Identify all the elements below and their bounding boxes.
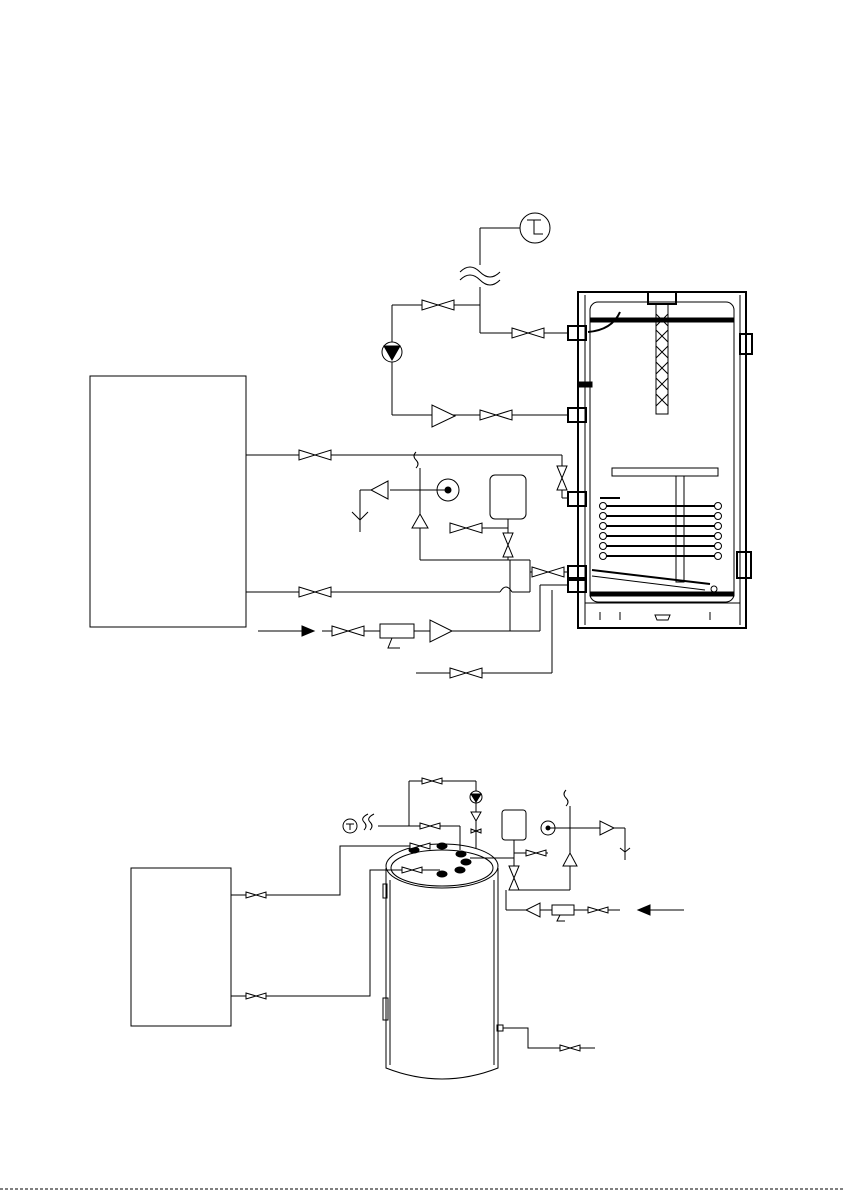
pressure-line-symbol	[414, 452, 418, 468]
cylinder-3d	[383, 843, 503, 1079]
valve-vessel-drain	[450, 523, 482, 533]
non-return-valve-circulation	[432, 405, 455, 427]
coil-plate	[612, 468, 718, 476]
safety-valve	[412, 514, 428, 528]
valve-small-cold-inlet	[588, 907, 608, 913]
tap-outlet	[460, 213, 568, 333]
valve-small-drain	[560, 1045, 580, 1051]
safety-valve-outlet	[371, 481, 388, 499]
non-return-valve-cold	[430, 620, 452, 642]
flexible-hose-symbol	[460, 267, 500, 285]
valve-hot-out	[512, 328, 544, 338]
valve-small-vessel	[509, 866, 519, 890]
coil-support	[676, 476, 684, 582]
valve-small-vessel-drain	[526, 850, 546, 856]
valve-coil-out	[532, 567, 564, 577]
valve-small-boiler-return	[246, 993, 266, 999]
valve-boiler-flow	[299, 450, 331, 460]
sensor-pocket-bottom	[737, 552, 751, 578]
thermometer	[343, 819, 357, 833]
hot-water-cylinder	[568, 292, 752, 628]
valve-small-coil-out	[402, 867, 422, 873]
coil-heat-exchanger	[600, 498, 722, 560]
boiler-box-small	[131, 868, 231, 1026]
top-diagram	[90, 213, 752, 678]
valve-small-coil-in	[410, 843, 430, 849]
cold-water-inlet-arrow-small	[638, 905, 684, 915]
sensor-mount	[578, 382, 592, 387]
cold-water-inlet-arrow	[258, 626, 314, 636]
valve-circulation-bottom	[480, 410, 512, 420]
valve-cold-inlet	[332, 626, 364, 636]
pressure-reducer	[380, 624, 414, 648]
pressure-reducer-small	[552, 905, 574, 921]
valve-boiler-return	[299, 587, 331, 597]
boiler-box	[90, 376, 246, 627]
valve-small-circ-top	[422, 778, 442, 784]
valve-circulation-top	[422, 300, 454, 310]
bottom-diagram	[131, 778, 684, 1079]
valve-drain	[450, 668, 482, 678]
circulation-pump-small	[470, 791, 482, 803]
valve-small-hot-out	[420, 823, 440, 829]
circulation-pump	[382, 342, 402, 362]
valve-small-boiler-flow	[246, 892, 266, 898]
valve-coil-in	[557, 466, 567, 490]
valve-vessel	[503, 533, 513, 557]
safety-valve-small	[563, 853, 577, 866]
